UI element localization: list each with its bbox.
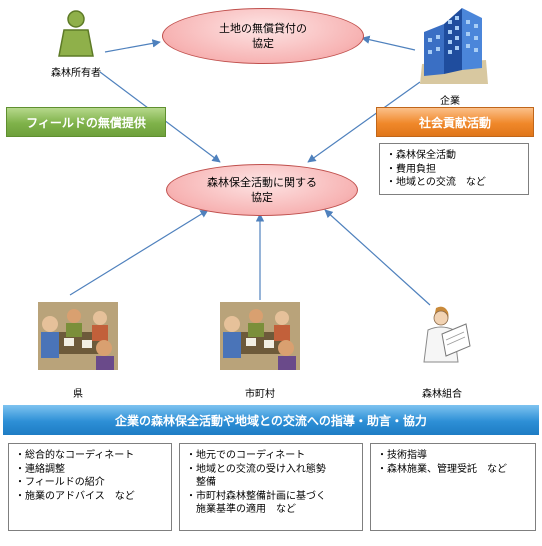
- municipality-meeting-image: [220, 302, 300, 370]
- municipality-roles-box: ・地元でのコーディネート ・地域との交流の受け入れ態勢 整備 ・市町村森林整備計…: [179, 443, 363, 531]
- prefecture-item: ・連絡調整: [15, 463, 65, 475]
- municipality-item: ・地元でのコーディネート: [186, 450, 306, 461]
- company-item: ・森林保全活動: [386, 150, 456, 161]
- company-label: 企業: [440, 96, 460, 107]
- municipality-item: ・市町村森林整備計画に基づく: [186, 490, 326, 502]
- prefecture-label: 県: [73, 389, 83, 400]
- arrow-company-to-land-agreement: [361, 35, 416, 51]
- guidance-bar: 企業の森林保全活動や地域との交流への指導・助言・協力: [3, 405, 539, 435]
- land-agreement-ellipse: 土地の無償貸付の 協定: [162, 8, 364, 64]
- forest-owner-person-icon: [58, 10, 94, 57]
- arrow-cooperative-to-conservation-agreement: [324, 209, 431, 306]
- field-provision-box: フィールドの無償提供: [6, 107, 166, 137]
- company-item: ・地域との交流 など: [386, 177, 486, 188]
- conservation-agreement-ellipse: 森林保全活動に関する 協定: [166, 164, 358, 216]
- prefecture-item: ・施業のアドバイス など: [15, 490, 135, 502]
- company-activities-box: ・森林保全活動 ・費用負担 ・地域との交流 など: [379, 143, 529, 195]
- prefecture-roles-box: ・総合的なコーディネート ・連絡調整 ・フィールドの紹介 ・施業のアドバイス な…: [8, 443, 172, 531]
- prefecture-item: ・総合的なコーディネート: [15, 450, 135, 461]
- company-building-icon: [420, 8, 488, 84]
- municipality-item: 整備: [186, 477, 216, 488]
- forest-owner-label: 森林所有者: [51, 68, 101, 79]
- forest-cooperative-label: 森林組合: [422, 389, 462, 400]
- csr-activity-box: 社会貢献活動: [376, 107, 534, 137]
- arrow-owner-to-land-agreement: [104, 39, 161, 53]
- prefecture-item: ・フィールドの紹介: [15, 477, 105, 488]
- municipality-item: ・地域との交流の受け入れ態勢: [186, 463, 326, 475]
- cooperative-roles-box: ・技術指導 ・森林施業、管理受託 など: [370, 443, 536, 531]
- company-item: ・費用負担: [386, 163, 436, 175]
- prefecture-meeting-image: [38, 302, 118, 370]
- municipality-item: 施業基準の適用 など: [186, 504, 296, 515]
- cooperative-item: ・森林施業、管理受託 など: [377, 463, 507, 475]
- arrow-prefecture-to-conservation-agreement: [69, 209, 209, 296]
- arrow-company-to-conservation-agreement: [307, 81, 421, 163]
- municipality-label: 市町村: [245, 389, 275, 400]
- cooperative-item: ・技術指導: [377, 450, 427, 461]
- forest-cooperative-person-icon: [423, 306, 471, 363]
